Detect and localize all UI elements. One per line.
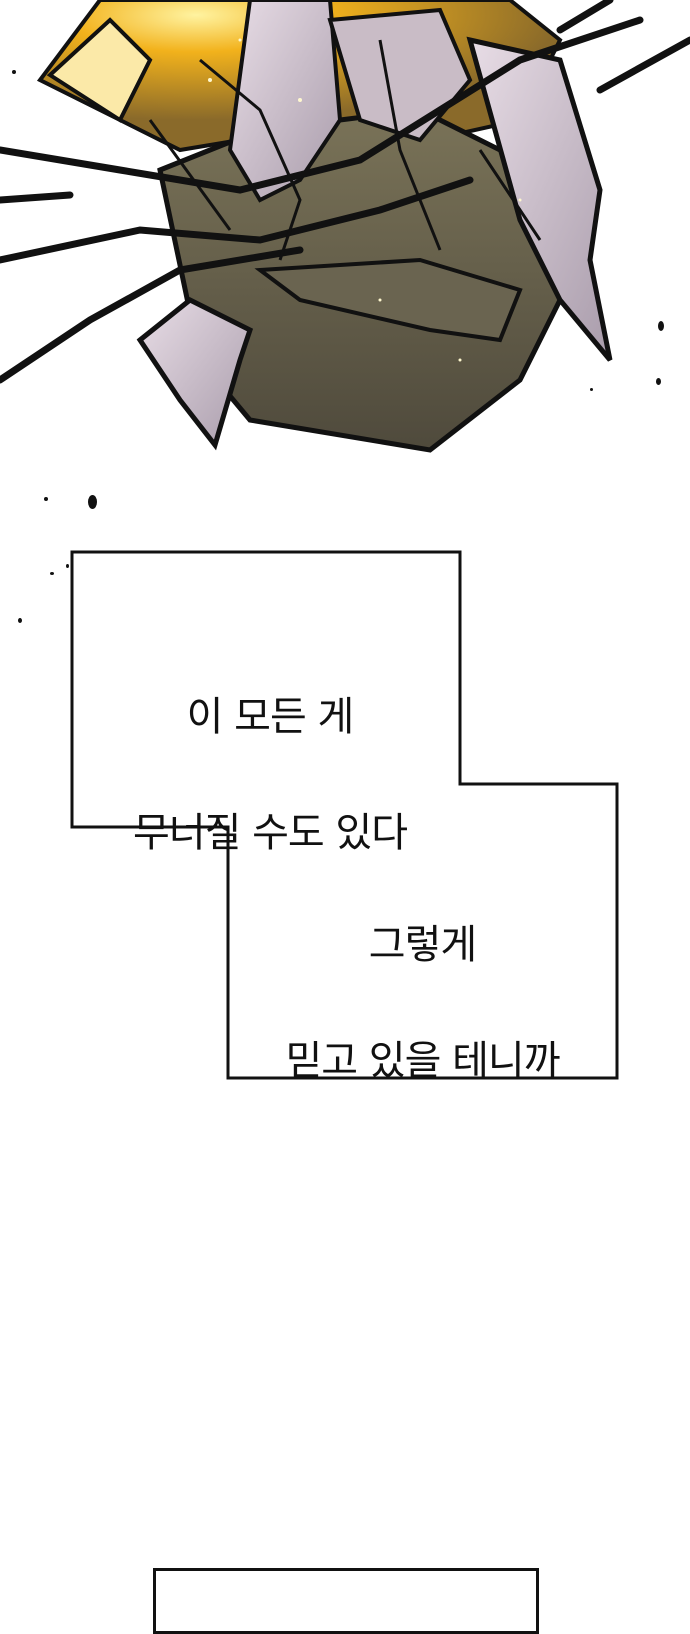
shattering-armor-illustration [0,0,690,453]
narration-line: 믿고 있을 테니까 [285,1038,560,1084]
ink-debris [88,495,97,509]
narration-text-upper: 이 모든 게 무너질 수도 있다 [90,630,450,920]
ink-debris [44,497,48,501]
ink-debris [66,564,69,568]
narration-line: 무너질 수도 있다 [132,810,408,856]
ink-debris [658,321,664,331]
narration-text-lower: 그렇게 믿고 있을 테니까 [240,858,605,1148]
narration-line: 그렇게 [368,922,477,968]
narration-line: 이 모든 게 [186,694,355,740]
ink-debris [656,378,661,385]
ink-debris [590,388,593,391]
narration-box [70,550,619,1080]
ink-debris [50,572,54,575]
ink-debris [18,618,22,623]
next-panel-frame [153,1568,539,1634]
ink-debris [12,70,16,74]
